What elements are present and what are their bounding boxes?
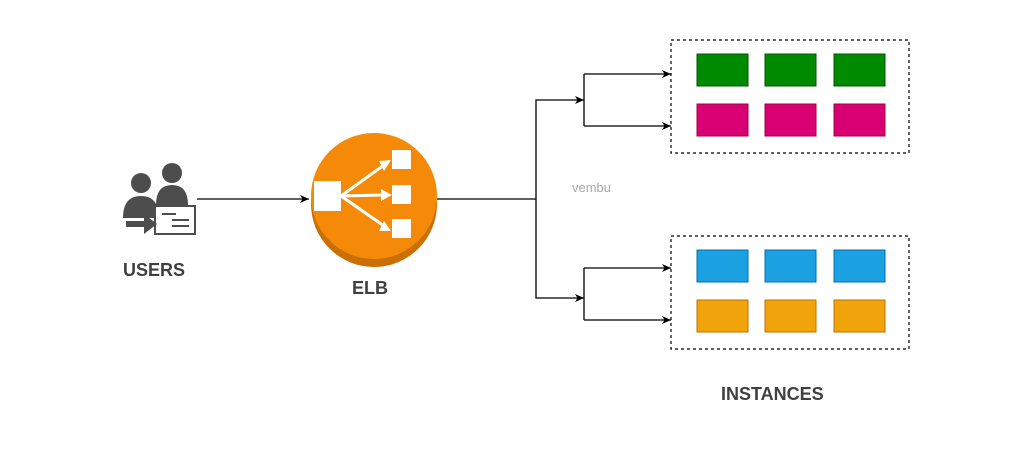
instance-box bbox=[764, 103, 817, 137]
users-label: USERS bbox=[123, 260, 186, 280]
instance-box bbox=[833, 53, 886, 87]
instances-layer bbox=[696, 53, 886, 333]
instances-label: INSTANCES bbox=[721, 384, 824, 404]
instance-box bbox=[764, 53, 817, 87]
instance-box bbox=[764, 299, 817, 333]
users-icon bbox=[123, 163, 196, 235]
instance-box bbox=[833, 103, 886, 137]
instance-box bbox=[833, 299, 886, 333]
instance-group-top bbox=[670, 39, 910, 154]
elb-to-instances-connector bbox=[437, 70, 671, 324]
instance-box bbox=[764, 249, 817, 283]
instance-box bbox=[696, 299, 749, 333]
instance-box bbox=[696, 53, 749, 87]
instance-group-bottom bbox=[670, 235, 910, 350]
elb-label: ELB bbox=[352, 278, 388, 298]
watermark-text: vembu bbox=[572, 180, 612, 195]
instance-box bbox=[696, 103, 749, 137]
instance-box bbox=[833, 249, 886, 283]
elb-icon bbox=[311, 133, 437, 267]
instance-box bbox=[696, 249, 749, 283]
